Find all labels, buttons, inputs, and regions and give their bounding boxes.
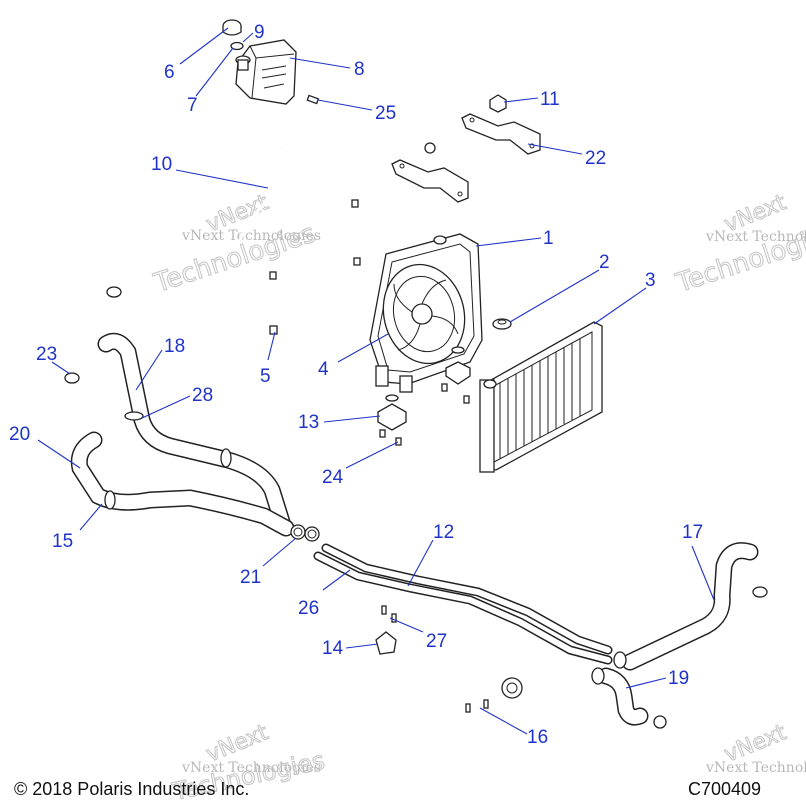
- callout-10: 10: [151, 154, 172, 175]
- callout-26: 26: [298, 598, 319, 619]
- callout-24: 24: [322, 467, 344, 488]
- callout-12: 12: [433, 522, 454, 543]
- callout-23: 23: [36, 344, 57, 365]
- radiator-fins: [499, 338, 581, 459]
- callout-22: 22: [585, 148, 606, 169]
- part-screws-upper: [269, 199, 361, 280]
- callout-16: 16: [527, 727, 548, 748]
- callout-3: 3: [645, 270, 656, 291]
- callout-11: 11: [540, 89, 560, 110]
- watermark-top-right: vNext Technologies vNext Technologies: [671, 190, 806, 300]
- callout-20: 20: [9, 424, 30, 445]
- part-bracket-upper: [461, 113, 541, 155]
- part-hose-19: [591, 651, 667, 729]
- part-cap: [222, 19, 242, 36]
- callout-13: 13: [298, 412, 319, 433]
- part-coolant-reservoir: [235, 39, 297, 105]
- callout-2: 2: [599, 252, 610, 273]
- callout-17: 17: [682, 522, 703, 543]
- part-hose-18: [97, 332, 291, 531]
- callout-27: 27: [426, 631, 447, 652]
- callout-4: 4: [318, 359, 329, 380]
- callout-labels: 1 2 3 4 5 6 7 8 9 10 11 12 13 14 15 16 1…: [9, 22, 703, 748]
- callout-5: 5: [260, 366, 271, 387]
- callout-6: 6: [164, 62, 175, 83]
- part-hose-20: [70, 431, 295, 537]
- callout-14: 14: [322, 638, 344, 659]
- part-screws-27: [381, 605, 397, 623]
- part-clamps-28: [104, 411, 232, 510]
- part-coolant-tubes: [313, 543, 613, 665]
- part-fan-shroud: [369, 233, 483, 393]
- callout-7: 7: [187, 95, 198, 116]
- callout-1: 1: [543, 228, 554, 249]
- part-bracket-lower: [391, 142, 469, 203]
- part-vent-tube: [238, 124, 334, 241]
- part-screws-lower: [379, 383, 470, 446]
- watermark-top-center: vNext Technologies vNext Technologies: [149, 190, 321, 300]
- callout-18: 18: [164, 336, 185, 357]
- part-radiator: [479, 321, 603, 473]
- part-clamp-23: [64, 286, 122, 384]
- watermark-text: vNext Technologies: [705, 760, 806, 776]
- part-mount-bracket: [377, 346, 471, 431]
- part-o-ring: [230, 41, 244, 51]
- watermark-text: vNext Technologies: [181, 760, 321, 776]
- part-clamps-21: [290, 524, 320, 542]
- callout-8: 8: [354, 59, 365, 80]
- callout-19: 19: [668, 668, 689, 689]
- part-nut-11: [489, 94, 507, 113]
- callout-15: 15: [52, 531, 73, 552]
- watermark-bottom-right: vNext Technologies vNext: [705, 720, 806, 776]
- leader-lines: [37, 27, 715, 735]
- callout-25: 25: [375, 103, 396, 124]
- part-grommet: [492, 318, 512, 330]
- callout-9: 9: [254, 22, 265, 43]
- part-hose-17: [621, 542, 768, 671]
- part-drain-fitting: [465, 677, 523, 713]
- drawing-number: C700409: [688, 779, 761, 799]
- watermark-text: vNext Technologies: [705, 229, 806, 245]
- part-vent-fitting: [306, 94, 320, 105]
- part-clip-14: [375, 631, 397, 655]
- copyright-text: © 2018 Polaris Industries Inc.: [14, 779, 249, 799]
- part-screw-5: [269, 325, 278, 335]
- callout-28: 28: [192, 385, 213, 406]
- watermark-text: vNext Technologies: [181, 228, 321, 244]
- callout-21: 21: [240, 567, 261, 588]
